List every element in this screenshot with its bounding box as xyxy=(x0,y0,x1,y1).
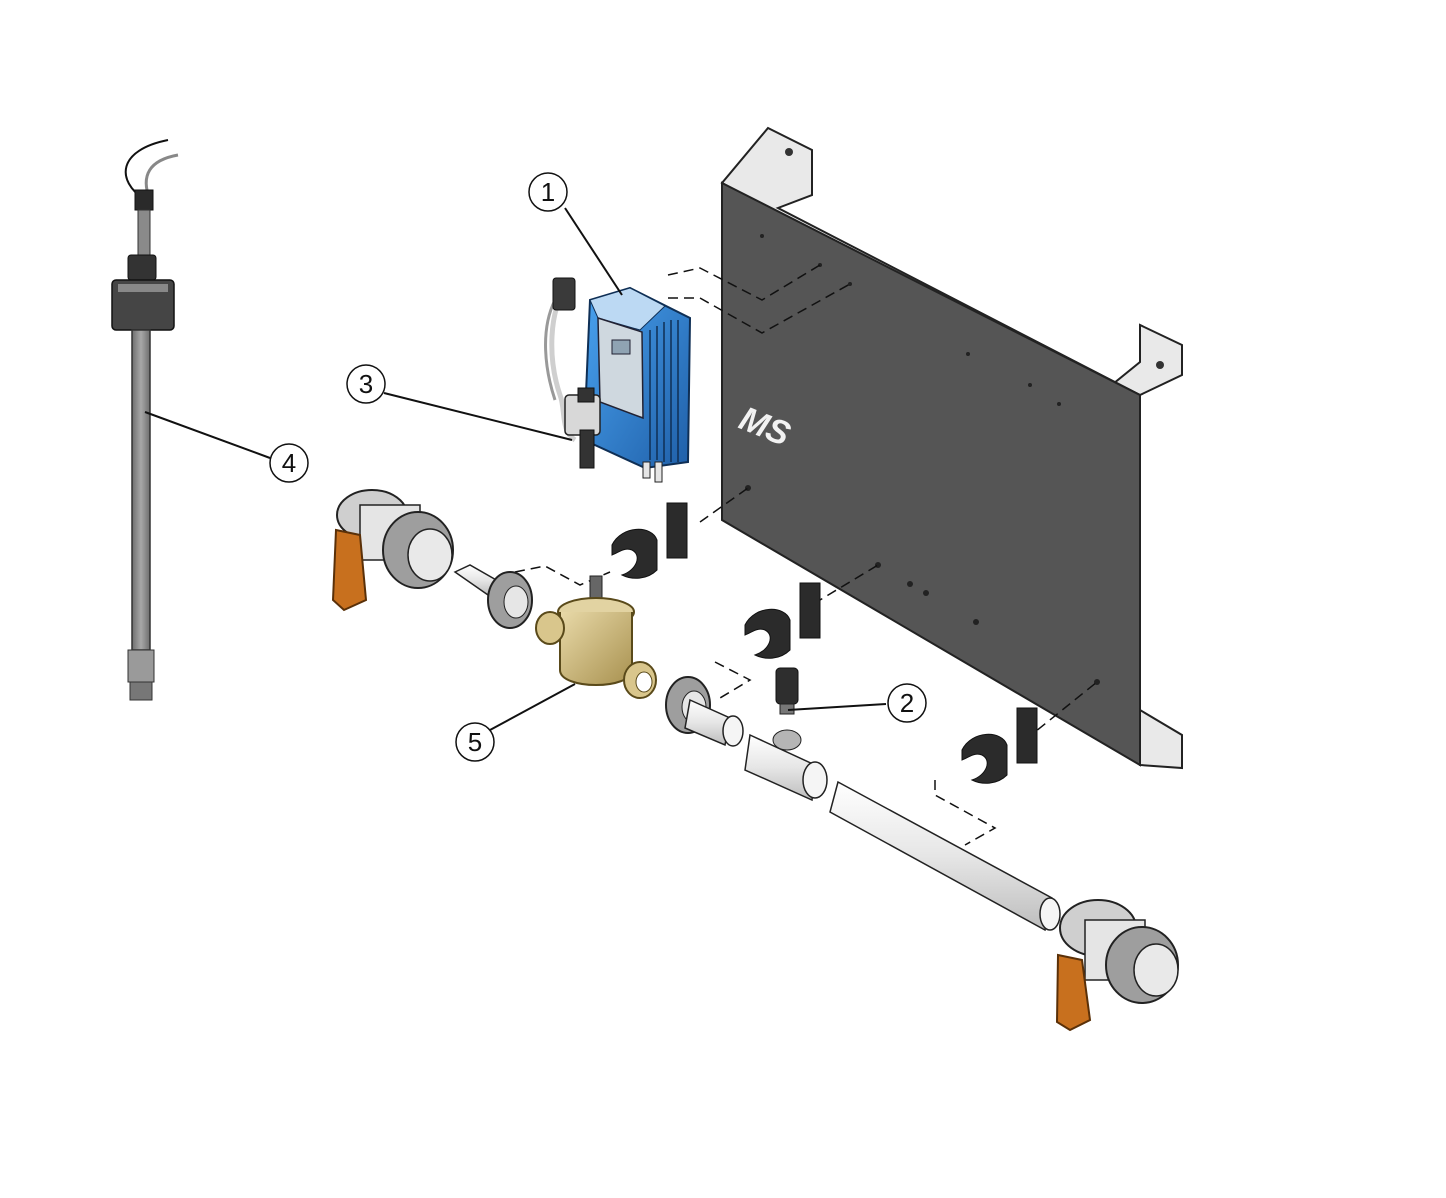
suction-lance xyxy=(111,139,179,701)
pipe-long xyxy=(829,780,1053,932)
injection-valve xyxy=(775,667,799,715)
pump-cooling-fins xyxy=(649,320,679,462)
ball-valve-left xyxy=(331,489,454,612)
pipe-clip xyxy=(961,707,1038,784)
mounting-panel: MS xyxy=(720,126,1183,770)
pipe-tee xyxy=(744,733,816,802)
pump-display-window xyxy=(597,316,644,420)
bracket-hole xyxy=(785,148,793,156)
callout-1: 1 xyxy=(528,172,568,212)
panel-holes xyxy=(745,234,1100,685)
bracket-hole xyxy=(1156,361,1164,369)
assembly-lines xyxy=(514,264,1098,846)
valve-handle xyxy=(1055,953,1092,1032)
pipe-short xyxy=(684,698,731,747)
callout-5: 5 xyxy=(455,722,495,762)
svg-text:5: 5 xyxy=(468,727,482,757)
pipe-segments xyxy=(453,564,1061,932)
lance-nut xyxy=(127,254,157,281)
callout-4: 4 xyxy=(269,443,309,483)
pipe-clip xyxy=(611,502,688,579)
pump-display xyxy=(611,339,631,355)
pump-head-valve xyxy=(579,429,595,469)
lance-foot-valve xyxy=(127,649,155,683)
svg-text:2: 2 xyxy=(900,688,914,718)
svg-text:4: 4 xyxy=(282,448,296,478)
pipe-clip xyxy=(744,582,821,659)
power-plug xyxy=(552,277,576,311)
water-meter xyxy=(535,575,657,699)
leader-lines xyxy=(144,207,887,731)
pipe-clips xyxy=(611,502,1038,784)
meter-body xyxy=(559,612,633,686)
ball-valve-right xyxy=(1055,899,1179,1032)
svg-text:1: 1 xyxy=(541,177,555,207)
callout-2: 2 xyxy=(887,683,927,723)
callout-3: 3 xyxy=(346,364,386,404)
valve-handle xyxy=(331,528,368,612)
svg-text:3: 3 xyxy=(359,369,373,399)
lance-tube xyxy=(131,329,151,651)
metering-pump xyxy=(544,277,692,483)
panel-bottom-lip xyxy=(1139,708,1183,770)
